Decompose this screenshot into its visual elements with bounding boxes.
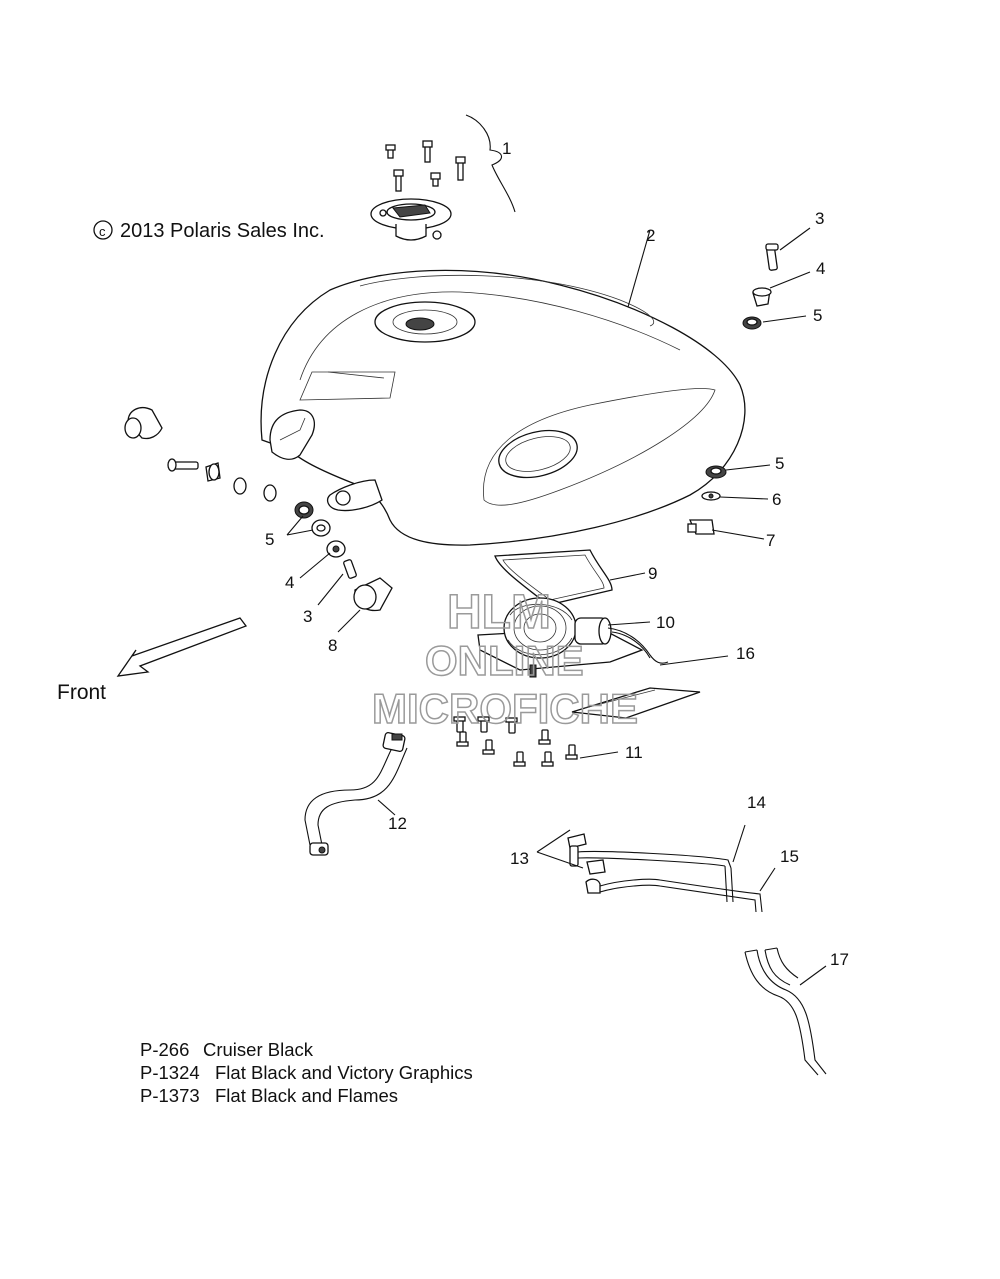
callout-5-right-mid: 5: [775, 454, 784, 473]
callout-16: 16: [736, 644, 755, 663]
drain-hose: 17: [744, 947, 849, 1076]
callout-1: 1: [502, 139, 511, 158]
front-label: Front: [57, 681, 106, 704]
callout-17: 17: [830, 950, 849, 969]
note-desc-2: Flat Black and Victory Graphics: [215, 1062, 473, 1083]
copyright-text: 2013 Polaris Sales Inc.: [120, 220, 325, 242]
note-code-3: P-1373: [140, 1085, 200, 1106]
watermark-line-3: MICROFICHE: [372, 685, 638, 732]
left-mount-hardware: 5 4 3 8: [124, 407, 393, 655]
paint-code-notes: P-266 Cruiser Black P-1324 Flat Black an…: [140, 1039, 473, 1106]
note-code-1: P-266: [140, 1039, 189, 1060]
callout-9: 9: [648, 564, 657, 583]
fuel-tank: 2: [260, 226, 746, 546]
vent-hose: 12: [304, 732, 408, 856]
callout-2: 2: [646, 226, 655, 245]
note-code-2: P-1324: [140, 1062, 200, 1083]
callout-3-right: 3: [815, 209, 824, 228]
fuel-pump-assembly: 9 10 16: [477, 549, 755, 719]
callout-11: 11: [625, 743, 643, 762]
pump-screws: 11: [453, 716, 643, 767]
right-mount-hardware: 3 4 5 5 6 7: [687, 209, 825, 550]
callout-7: 7: [766, 531, 775, 550]
watermark: HLM ONLINE MICROFICHE: [371, 585, 639, 733]
callout-5-right-top: 5: [813, 306, 822, 325]
callout-3-left: 3: [303, 607, 312, 626]
callout-10: 10: [656, 613, 675, 632]
callout-4-left: 4: [285, 573, 294, 592]
callout-13: 13: [510, 849, 529, 868]
callout-12: 12: [388, 814, 407, 833]
watermark-line-1: HLM: [447, 586, 551, 639]
callout-15: 15: [780, 847, 799, 866]
callout-4-right: 4: [816, 259, 825, 278]
fuel-lines: 14 15 13: [510, 793, 799, 913]
svg-text:c: c: [99, 224, 106, 239]
callout-14: 14: [747, 793, 766, 812]
copyright-notice: c 2013 Polaris Sales Inc.: [93, 220, 325, 242]
gas-cap-assembly: 1: [370, 114, 516, 241]
callout-8: 8: [328, 636, 337, 655]
watermark-line-2: ONLINE: [425, 637, 584, 684]
copyright-symbol: [93, 220, 113, 240]
cap-screws: [385, 140, 466, 192]
front-direction-arrow: Front: [57, 617, 248, 704]
callout-6: 6: [772, 490, 781, 509]
note-desc-3: Flat Black and Flames: [215, 1085, 398, 1106]
note-desc-1: Cruiser Black: [203, 1039, 314, 1060]
callout-5-left: 5: [265, 530, 274, 549]
